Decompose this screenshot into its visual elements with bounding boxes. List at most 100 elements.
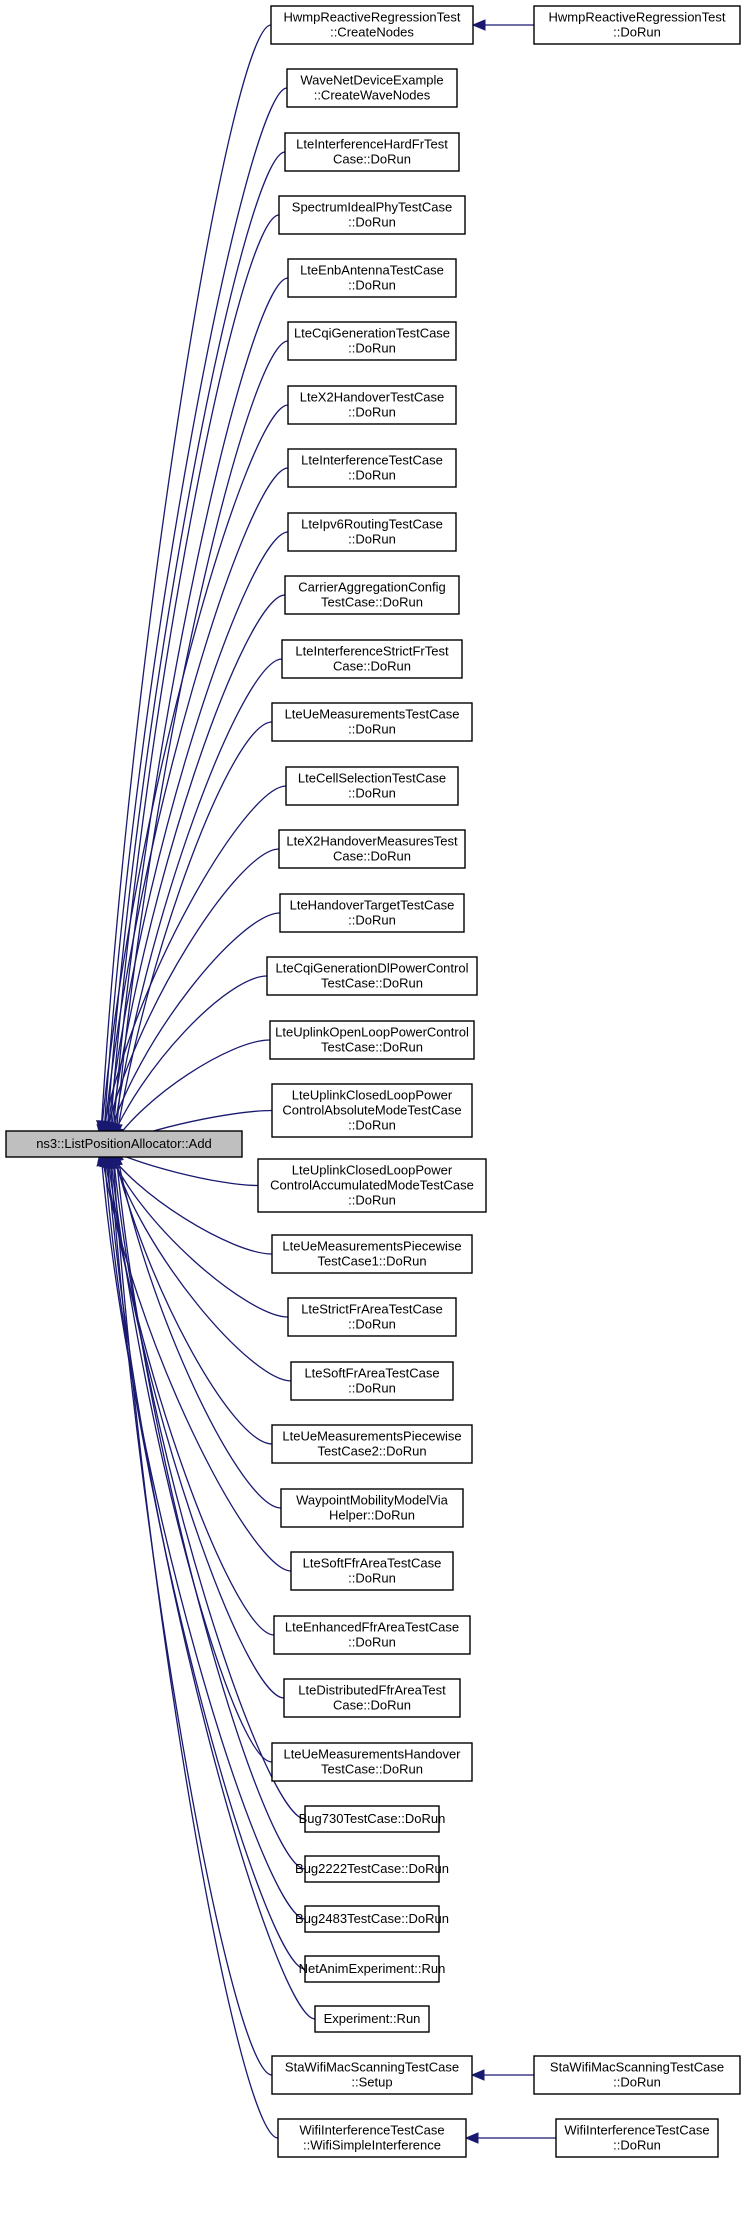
caller-node-lte-int-strictfr-label-line: Case::DoRun <box>333 659 411 674</box>
caller-node-sta-wifi-dorun-box <box>533 2055 741 2095</box>
caller-node-wifi-interference-dorun[interactable]: WifiInterferenceTestCase::DoRun <box>555 2118 719 2158</box>
caller-node-lte-soft-fr-area-label-line: LteSoftFrAreaTestCase <box>304 1366 439 1381</box>
edge-carrier-agg-to-root <box>109 594 286 1140</box>
caller-node-lte-enb-antenna-box <box>287 258 457 298</box>
caller-node-bug2222[interactable]: Bug2222TestCase::DoRun <box>295 1855 449 1883</box>
caller-node-lte-ul-closed-acc-label-line: ::DoRun <box>348 1193 396 1208</box>
caller-node-bug730-box <box>304 1805 440 1833</box>
caller-node-sta-wifi-setup[interactable]: StaWifiMacScanningTestCase::Setup <box>271 2055 473 2095</box>
caller-node-lte-enb-antenna-label-line: LteEnbAntennaTestCase <box>300 263 444 278</box>
caller-node-lte-strict-fr-area[interactable]: LteStrictFrAreaTestCase::DoRun <box>287 1297 457 1337</box>
caller-node-lte-ul-closed-abs[interactable]: LteUplinkClosedLoopPowerControlAbsoluteM… <box>271 1083 473 1138</box>
caller-node-carrier-agg-label-line: CarrierAggregationConfig <box>298 580 445 595</box>
caller-node-netanim-box <box>304 1955 440 1983</box>
caller-node-sta-wifi-dorun-label-line: StaWifiMacScanningTestCase <box>550 2060 724 2075</box>
caller-node-lte-ul-closed-abs-label-line: LteUplinkClosedLoopPower <box>292 1088 453 1103</box>
caller-node-hwmp-create-label-line: ::CreateNodes <box>330 25 414 40</box>
caller-node-lte-interference-label-line: ::DoRun <box>348 468 396 483</box>
caller-node-lte-strict-fr-area-label-line: ::DoRun <box>348 1317 396 1332</box>
caller-node-lte-x2-handover[interactable]: LteX2HandoverTestCase::DoRun <box>287 385 457 425</box>
caller-node-lte-soft-ffr-area-label-line: LteSoftFfrAreaTestCase <box>303 1556 442 1571</box>
caller-node-experiment[interactable]: Experiment::Run <box>314 2005 430 2033</box>
caller-node-lte-ipv6-routing[interactable]: LteIpv6RoutingTestCase::DoRun <box>287 512 457 552</box>
caller-node-spectrum-ideal-box <box>278 195 466 235</box>
edge-lte-ul-open-loop-to-root <box>112 1039 271 1145</box>
caller-node-spectrum-ideal[interactable]: SpectrumIdealPhyTestCase::DoRun <box>278 195 466 235</box>
caller-node-hwmp-create[interactable]: HwmpReactiveRegressionTest::CreateNodes <box>270 5 474 45</box>
caller-node-lte-ue-meas-pw1-label-line: TestCase1::DoRun <box>317 1254 426 1269</box>
caller-node-lte-ul-open-loop-box <box>269 1020 475 1060</box>
arrowhead-hwmp-dorun <box>471 19 486 31</box>
caller-node-lte-ue-meas-label-line: LteUeMeasurementsTestCase <box>285 707 460 722</box>
caller-node-lte-ue-meas[interactable]: LteUeMeasurementsTestCase::DoRun <box>271 702 473 742</box>
caller-node-lte-enhanced-ffr-box <box>273 1615 471 1655</box>
caller-node-lte-enhanced-ffr[interactable]: LteEnhancedFfrAreaTestCase::DoRun <box>273 1615 471 1655</box>
caller-node-lte-soft-fr-area[interactable]: LteSoftFrAreaTestCase::DoRun <box>290 1361 454 1401</box>
caller-node-lte-interference[interactable]: LteInterferenceTestCase::DoRun <box>287 448 457 488</box>
caller-node-wifi-interference[interactable]: WifiInterferenceTestCase::WifiSimpleInte… <box>277 2118 467 2158</box>
caller-node-wavenet-label-line: ::CreateWaveNodes <box>314 88 431 103</box>
caller-node-waypoint-mobility-label-line: Helper::DoRun <box>329 1508 415 1523</box>
root-node-list-position-allocator-add[interactable]: ns3::ListPositionAllocator::Add <box>5 1130 243 1158</box>
caller-node-lte-enb-antenna[interactable]: LteEnbAntennaTestCase::DoRun <box>287 258 457 298</box>
caller-node-lte-ipv6-routing-label-line: LteIpv6RoutingTestCase <box>301 517 443 532</box>
caller-node-lte-soft-fr-area-label-line: ::DoRun <box>348 1381 396 1396</box>
caller-node-lte-ul-closed-abs-label-line: ControlAbsoluteModeTestCase <box>282 1103 461 1118</box>
caller-node-hwmp-create-box <box>270 5 474 45</box>
caller-node-bug2483[interactable]: Bug2483TestCase::DoRun <box>295 1905 449 1933</box>
caller-node-spectrum-ideal-label-line: SpectrumIdealPhyTestCase <box>292 200 452 215</box>
caller-node-lte-cqi-dl-power[interactable]: LteCqiGenerationDlPowerControlTestCase::… <box>266 956 478 996</box>
caller-node-lte-ue-meas-pw2-box <box>271 1424 473 1464</box>
edge-sta-wifi-setup-to-root <box>109 1155 273 2076</box>
caller-node-lte-cell-sel[interactable]: LteCellSelectionTestCase::DoRun <box>285 766 459 806</box>
edge-lte-enb-antenna-to-root <box>112 277 289 1136</box>
caller-node-waypoint-mobility-box <box>280 1488 464 1528</box>
caller-node-lte-soft-ffr-area[interactable]: LteSoftFfrAreaTestCase::DoRun <box>290 1551 454 1591</box>
caller-node-lte-int-strictfr-box <box>281 639 463 679</box>
caller-node-sta-wifi-dorun[interactable]: StaWifiMacScanningTestCase::DoRun <box>533 2055 741 2095</box>
caller-node-lte-ue-meas-pw1-box <box>271 1234 473 1274</box>
caller-node-lte-ul-open-loop-label-line: TestCase::DoRun <box>321 1040 423 1055</box>
caller-node-wifi-interference-dorun-label-line: WifiInterferenceTestCase <box>564 2123 709 2138</box>
caller-node-lte-x2-measures-label-line: LteX2HandoverMeasuresTest <box>286 834 458 849</box>
caller-node-lte-cqi-gen-box <box>287 321 457 361</box>
edge-wifi-interference-to-root <box>112 1156 279 2139</box>
caller-node-bug730[interactable]: Bug730TestCase::DoRun <box>299 1805 446 1833</box>
caller-node-lte-cqi-gen-label-line: LteCqiGenerationTestCase <box>294 326 450 341</box>
caller-node-lte-ul-open-loop[interactable]: LteUplinkOpenLoopPowerControlTestCase::D… <box>269 1020 475 1060</box>
caller-node-hwmp-dorun[interactable]: HwmpReactiveRegressionTest::DoRun <box>533 5 741 45</box>
caller-node-waypoint-mobility-label-line: WaypointMobilityModelVia <box>296 1493 449 1508</box>
caller-node-lte-x2-handover-box <box>287 385 457 425</box>
caller-node-lte-ue-meas-label-line: ::DoRun <box>348 722 396 737</box>
caller-node-lte-strict-fr-area-box <box>287 1297 457 1337</box>
caller-node-lte-cqi-gen[interactable]: LteCqiGenerationTestCase::DoRun <box>287 321 457 361</box>
caller-node-lte-x2-handover-label-line: ::DoRun <box>348 405 396 420</box>
caller-node-bug730-label-line: Bug730TestCase::DoRun <box>299 1811 446 1826</box>
caller-node-lte-handover-target[interactable]: LteHandoverTargetTestCase::DoRun <box>279 893 465 933</box>
caller-node-netanim[interactable]: NetAnimExperiment::Run <box>299 1955 446 1983</box>
edge-lte-ue-meas-pw1-to-root <box>103 1145 273 1255</box>
caller-node-hwmp-dorun-box <box>533 5 741 45</box>
caller-node-netanim-label-line: NetAnimExperiment::Run <box>299 1961 446 1976</box>
caller-node-lte-ue-meas-pw1[interactable]: LteUeMeasurementsPiecewiseTestCase1::DoR… <box>271 1234 473 1274</box>
caller-node-lte-ue-meas-pw2-label-line: LteUeMeasurementsPiecewise <box>282 1429 461 1444</box>
caller-node-lte-strict-fr-area-label-line: LteStrictFrAreaTestCase <box>301 1302 443 1317</box>
edge-lte-interference-to-root <box>103 467 289 1138</box>
caller-node-sta-wifi-dorun-label-line: ::DoRun <box>613 2075 661 2090</box>
edge-bug2222-to-root <box>115 1152 306 1870</box>
edge-lte-x2-measures-to-root <box>103 848 280 1143</box>
caller-node-lte-ue-meas-pw2[interactable]: LteUeMeasurementsPiecewiseTestCase2::DoR… <box>271 1424 473 1464</box>
edge-lte-distributed-ffr-to-root <box>106 1150 285 1699</box>
caller-node-wavenet[interactable]: WaveNetDeviceExample::CreateWaveNodes <box>286 68 458 108</box>
caller-node-lte-ul-closed-acc[interactable]: LteUplinkClosedLoopPowerControlAccumulat… <box>257 1158 487 1213</box>
caller-node-experiment-label-line: Experiment::Run <box>324 2011 421 2026</box>
call-edges <box>96 19 556 2144</box>
caller-node-sta-wifi-setup-box <box>271 2055 473 2095</box>
